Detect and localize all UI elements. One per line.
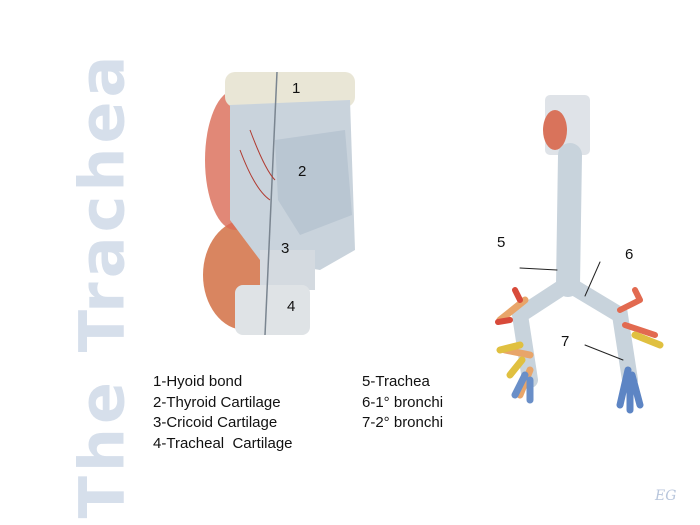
legend-item: 5-Trachea [362, 373, 430, 390]
legend-item: 6-1° bronchi [362, 393, 444, 411]
legend-item: 1-Hyoid bond [153, 373, 243, 390]
legend-item: 4-Tracheal Cartilage [153, 434, 293, 452]
trachea-label-7: 7 [561, 333, 570, 350]
larynx-model-image [203, 71, 355, 336]
trachea-label-5: 5 [497, 234, 506, 251]
larynx-label-3: 3 [281, 240, 290, 257]
larynx-label-4: 4 [287, 298, 296, 315]
legend-item: 3-Cricoid Cartilage [153, 414, 278, 431]
legend-trachea: 5-Trachea 6-1° bronchi 7-2° bronchi [362, 372, 443, 434]
larynx-label-1: 1 [292, 80, 301, 97]
trachea-label-6: 6 [625, 246, 634, 263]
author-signature: EG [655, 488, 677, 504]
legend-larynx: 1-Hyoid bond 2-Thyroid Cartilage 3-Crico… [153, 372, 293, 454]
legend-item: 7-2° bronchi [362, 414, 444, 431]
bronchial-tree-model-image [495, 95, 664, 414]
larynx-label-2: 2 [298, 163, 307, 180]
legend-item: 2-Thyroid Cartilage [153, 393, 281, 411]
